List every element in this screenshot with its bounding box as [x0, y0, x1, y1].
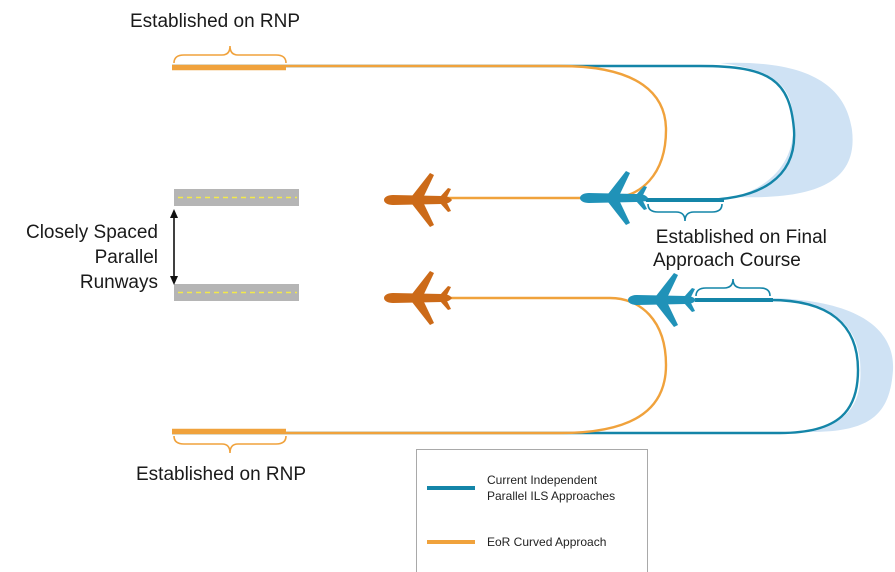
airplane-icon: [628, 273, 696, 327]
established-rnp-label-top: Established on RNP: [130, 11, 301, 32]
curly-brace-icon: [647, 203, 723, 222]
ils-path-bottom: [172, 298, 860, 435]
curly-brace-icon: [695, 278, 771, 297]
legend-item-ils: Current Independent Parallel ILS Approac…: [427, 472, 637, 504]
legend-swatch-eor: [427, 540, 475, 544]
runways-label-line-2: Parallel: [94, 247, 158, 268]
runways-label: Closely Spaced Parallel Runways: [8, 220, 158, 295]
final-label-line-1: Established on Final: [655, 227, 827, 248]
runway-top: [174, 189, 299, 206]
legend-item-eor: EoR Curved Approach: [427, 534, 606, 550]
runways-label-line-1: Closely Spaced: [25, 222, 158, 243]
final-label-line-2: Approach Course: [653, 250, 801, 271]
runways-label-line-3: Runways: [79, 272, 158, 293]
runway-bottom: [174, 284, 299, 301]
double-arrow-icon: [170, 209, 178, 285]
eor-path-bottom: [172, 296, 668, 435]
established-final-approach-label: Established on Final Approach Course: [653, 226, 827, 272]
legend-label-eor: EoR Curved Approach: [487, 535, 607, 549]
established-rnp-label-bottom: Established on RNP: [136, 464, 307, 485]
legend-swatch-ils: [427, 486, 475, 490]
ils-path-top: [172, 64, 796, 202]
airplane-icon: [384, 271, 452, 325]
ils-dispersion-area-bottom: [770, 298, 894, 432]
airplane-icon: [580, 171, 648, 225]
ils-dispersion-area-top: [720, 62, 853, 198]
legend: Current Independent Parallel ILS Approac…: [416, 449, 648, 572]
curly-brace-icon: [173, 435, 287, 454]
airplane-icon: [384, 173, 452, 227]
eor-path-top: [172, 64, 668, 200]
curly-brace-icon: [173, 45, 287, 64]
legend-label-ils: Current Independent Parallel ILS Approac…: [487, 473, 616, 503]
